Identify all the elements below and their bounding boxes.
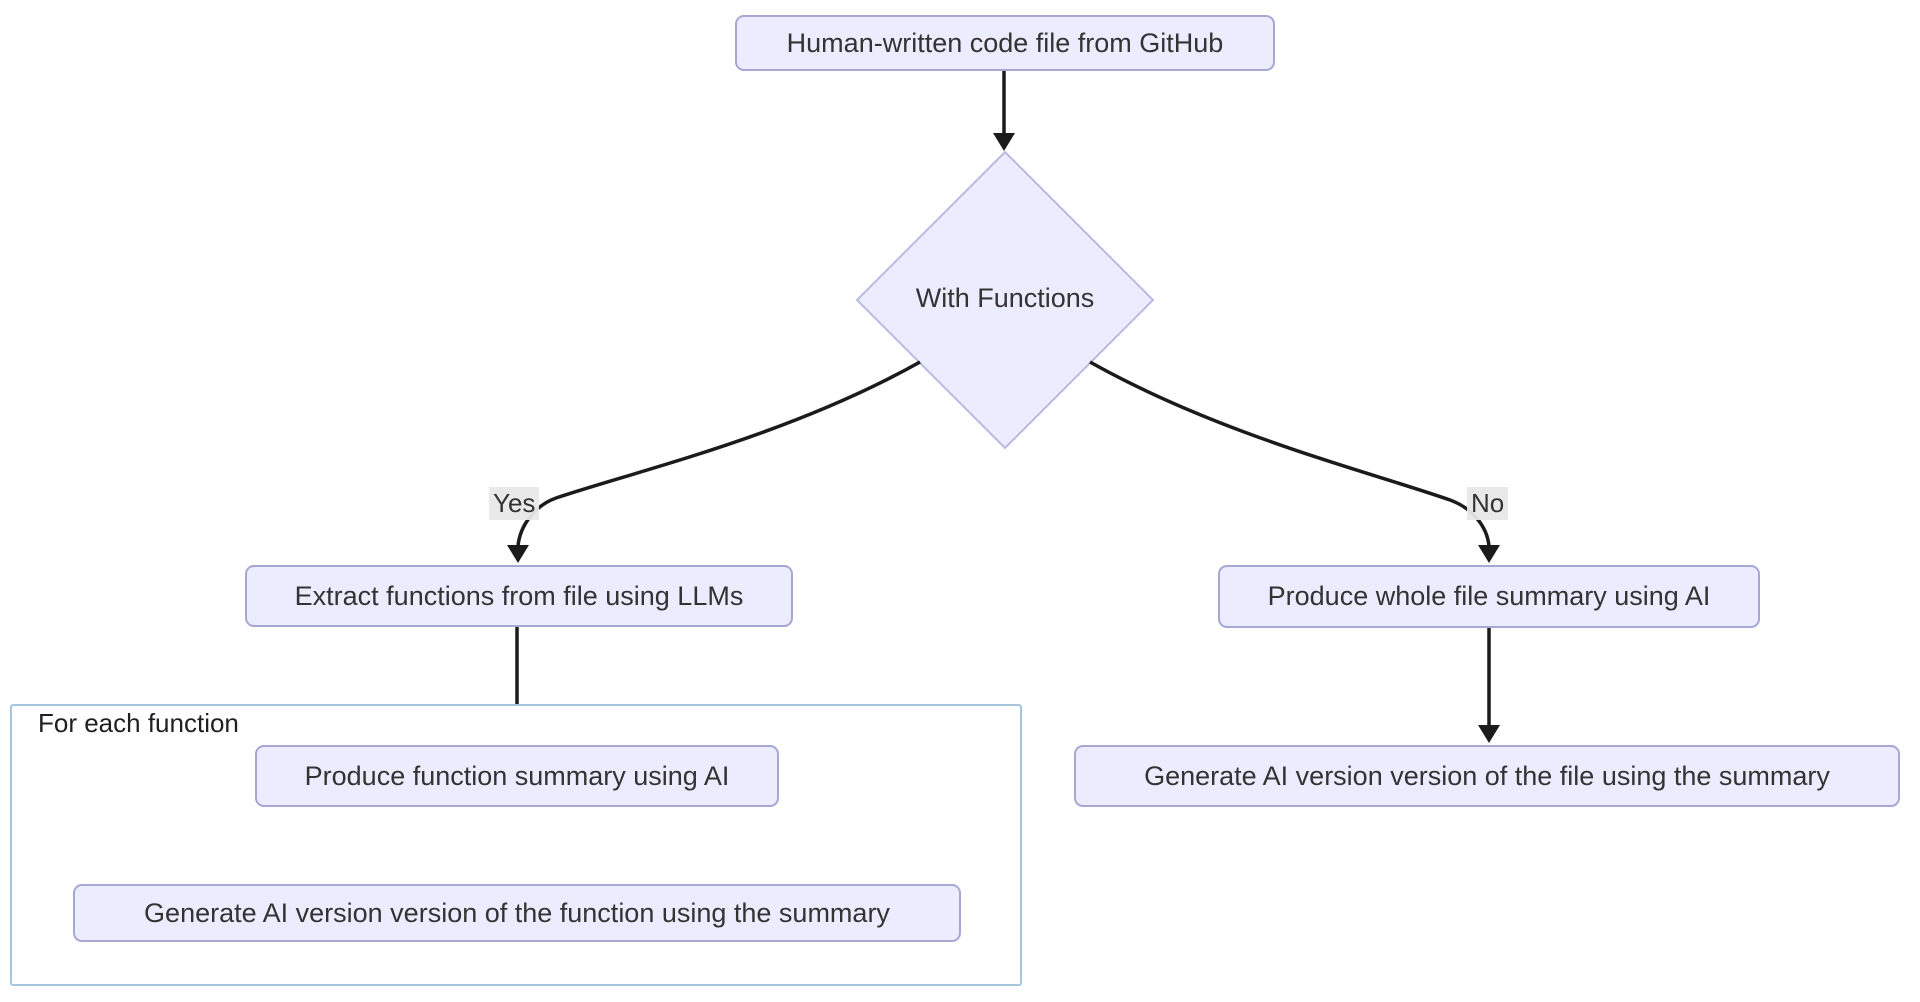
subgraph-title: For each function [38, 708, 239, 738]
node-generate-function-version: Generate AI version version of the funct… [73, 884, 961, 942]
node-decision-label: With Functions [915, 283, 1095, 313]
node-generate-file-version: Generate AI version version of the file … [1074, 745, 1900, 807]
node-extract-functions: Extract functions from file using LLMs [245, 565, 793, 627]
node-produce-file-summary: Produce whole file summary using AI [1218, 565, 1760, 628]
edge-decision-no [1089, 360, 1491, 547]
arrowhead-source-to-decision [993, 133, 1015, 151]
node-source: Human-written code file from GitHub [735, 15, 1275, 71]
arrowhead-decision-yes [507, 545, 529, 563]
edge-decision-yes [516, 360, 921, 547]
arrowhead-whole-to-generate-file [1478, 725, 1500, 743]
edge-label-yes: Yes [489, 487, 540, 520]
edge-label-no: No [1467, 487, 1509, 520]
arrowhead-decision-no [1478, 545, 1500, 563]
decision-diamond-shape [855, 150, 1155, 450]
node-produce-function-summary: Produce function summary using AI [255, 745, 779, 807]
